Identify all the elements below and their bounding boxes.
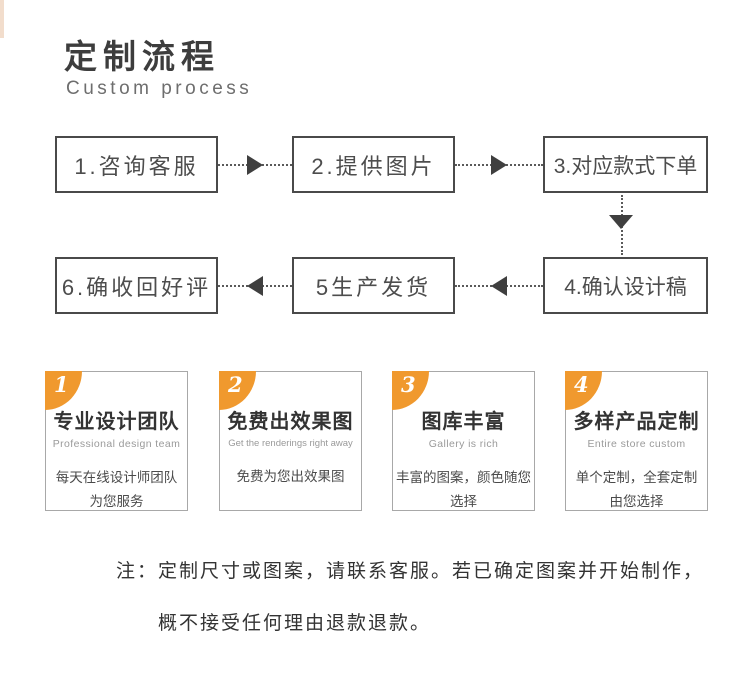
arrow-right-icon (218, 154, 292, 176)
flow-step-3: 3.对应款式下单 (543, 136, 708, 193)
feature-description-line1: 每天在线设计师团队 (55, 470, 178, 485)
feature-title: 图库丰富 (421, 411, 506, 433)
arrowhead-right-icon (247, 155, 263, 175)
flow-step-1-label: 1.咨询客服 (74, 153, 199, 179)
feature-card-rich-gallery: 3 图库丰富 Gallery is rich 丰富的图案，颜色随您 选择 (392, 371, 535, 511)
arrowhead-right-icon (491, 155, 507, 175)
feature-description-line1: 单个定制，全套定制 (575, 470, 698, 485)
arrow-down-icon (607, 195, 637, 255)
flow-step-5-label: 5生产发货 (315, 274, 432, 300)
note-prefix: 注： (116, 561, 159, 582)
page-subtitle: Custom process (66, 78, 253, 99)
feature-subtitle-en: Professional design team (52, 438, 181, 450)
arrow-left-icon (455, 275, 543, 297)
feature-description: 每天在线设计师团队 为您服务 (56, 466, 178, 514)
feature-subtitle-en: Get the renderings right away (228, 438, 353, 449)
flow-step-2: 2.提供图片 (292, 136, 455, 193)
feature-card-design-team: 1 专业设计团队 Professional design team 每天在线设计… (45, 371, 188, 511)
feature-title: 免费出效果图 (227, 411, 354, 433)
arrowhead-down-icon (609, 215, 633, 229)
flow-step-1: 1.咨询客服 (55, 136, 218, 193)
feature-subtitle-en: Gallery is rich (428, 438, 499, 450)
page-title: 定制流程 (64, 38, 220, 75)
corner-accent-strip (0, 0, 4, 38)
feature-description: 丰富的图案，颜色随您 选择 (396, 466, 531, 514)
feature-description-line1: 免费为您出效果图 (236, 469, 345, 484)
feature-card-free-renderings: 2 免费出效果图 Get the renderings right away 免… (219, 371, 362, 511)
flow-step-3-label: 3.对应款式下单 (553, 154, 698, 178)
arrow-right-icon (455, 154, 543, 176)
flow-step-4-label: 4.确认设计稿 (564, 275, 687, 299)
flow-step-2-label: 2.提供图片 (311, 153, 436, 179)
feature-description-line1: 丰富的图案，颜色随您 (396, 470, 531, 485)
flow-step-6: 6.确收回好评 (55, 257, 218, 314)
flow-step-5: 5生产发货 (292, 257, 455, 314)
arrowhead-left-icon (491, 276, 507, 296)
feature-card-diverse-products: 4 多样产品定制 Entire store custom 单个定制，全套定制 由… (565, 371, 708, 511)
feature-title: 多样产品定制 (573, 411, 700, 433)
note-line2: 概不接受任何理由退款退款。 (158, 613, 432, 634)
feature-subtitle-en: Entire store custom (587, 438, 686, 450)
feature-description-line2: 由您选择 (609, 494, 664, 509)
arrow-left-icon (218, 275, 292, 297)
feature-title: 专业设计团队 (53, 411, 180, 433)
flow-step-4: 4.确认设计稿 (543, 257, 708, 314)
note-line1: 注：定制尺寸或图案，请联系客服。若已确定图案并开始制作， (116, 556, 704, 583)
feature-description-line2: 为您服务 (89, 494, 144, 509)
arrowhead-left-icon (247, 276, 263, 296)
feature-description-line2: 选择 (450, 494, 477, 509)
feature-description: 免费为您出效果图 (237, 465, 345, 489)
note-text-line1: 定制尺寸或图案，请联系客服。若已确定图案并开始制作， (158, 561, 705, 582)
number-badge: 4 (565, 371, 602, 410)
feature-description: 单个定制，全套定制 由您选择 (576, 466, 698, 514)
flow-step-6-label: 6.确收回好评 (61, 274, 212, 300)
